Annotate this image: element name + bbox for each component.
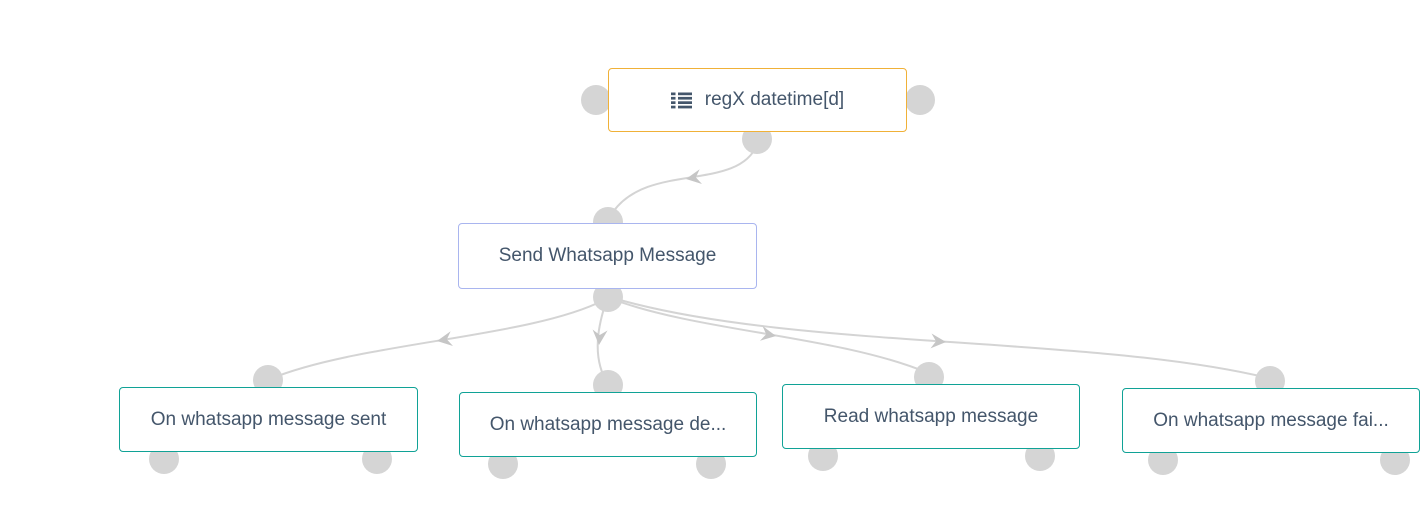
node-label: Read whatsapp message xyxy=(823,405,1039,427)
node-label: On whatsapp message de... xyxy=(489,413,727,435)
connector-arrowhead xyxy=(592,329,608,345)
node-regx-datetime[interactable]: regX datetime[d] xyxy=(608,68,907,132)
node-label: On whatsapp message fai... xyxy=(1153,409,1389,431)
list-icon xyxy=(670,92,692,109)
connector-send-sent[interactable] xyxy=(269,299,605,380)
port-regx-right[interactable] xyxy=(905,85,935,115)
node-label: On whatsapp message sent xyxy=(150,408,387,430)
connector-arrowhead xyxy=(437,331,453,347)
node-send-whatsapp-message[interactable]: Send Whatsapp Message xyxy=(458,223,757,289)
port-regx-left[interactable] xyxy=(581,85,611,115)
connector-regx-send[interactable] xyxy=(612,144,758,213)
node-on-whatsapp-message-failed[interactable]: On whatsapp message fai... xyxy=(1122,388,1420,453)
connector-arrowhead xyxy=(759,326,776,341)
node-label: regX datetime[d] xyxy=(704,89,845,110)
connector-send-failed[interactable] xyxy=(612,297,1269,379)
connector-arrowhead xyxy=(930,333,946,349)
node-label: Send Whatsapp Message xyxy=(498,245,717,266)
connector-arrowhead xyxy=(686,169,702,185)
node-read-whatsapp-message[interactable]: Read whatsapp message xyxy=(782,384,1080,449)
node-on-whatsapp-message-sent[interactable]: On whatsapp message sent xyxy=(119,387,418,452)
node-on-whatsapp-message-delivered[interactable]: On whatsapp message de... xyxy=(459,392,757,457)
